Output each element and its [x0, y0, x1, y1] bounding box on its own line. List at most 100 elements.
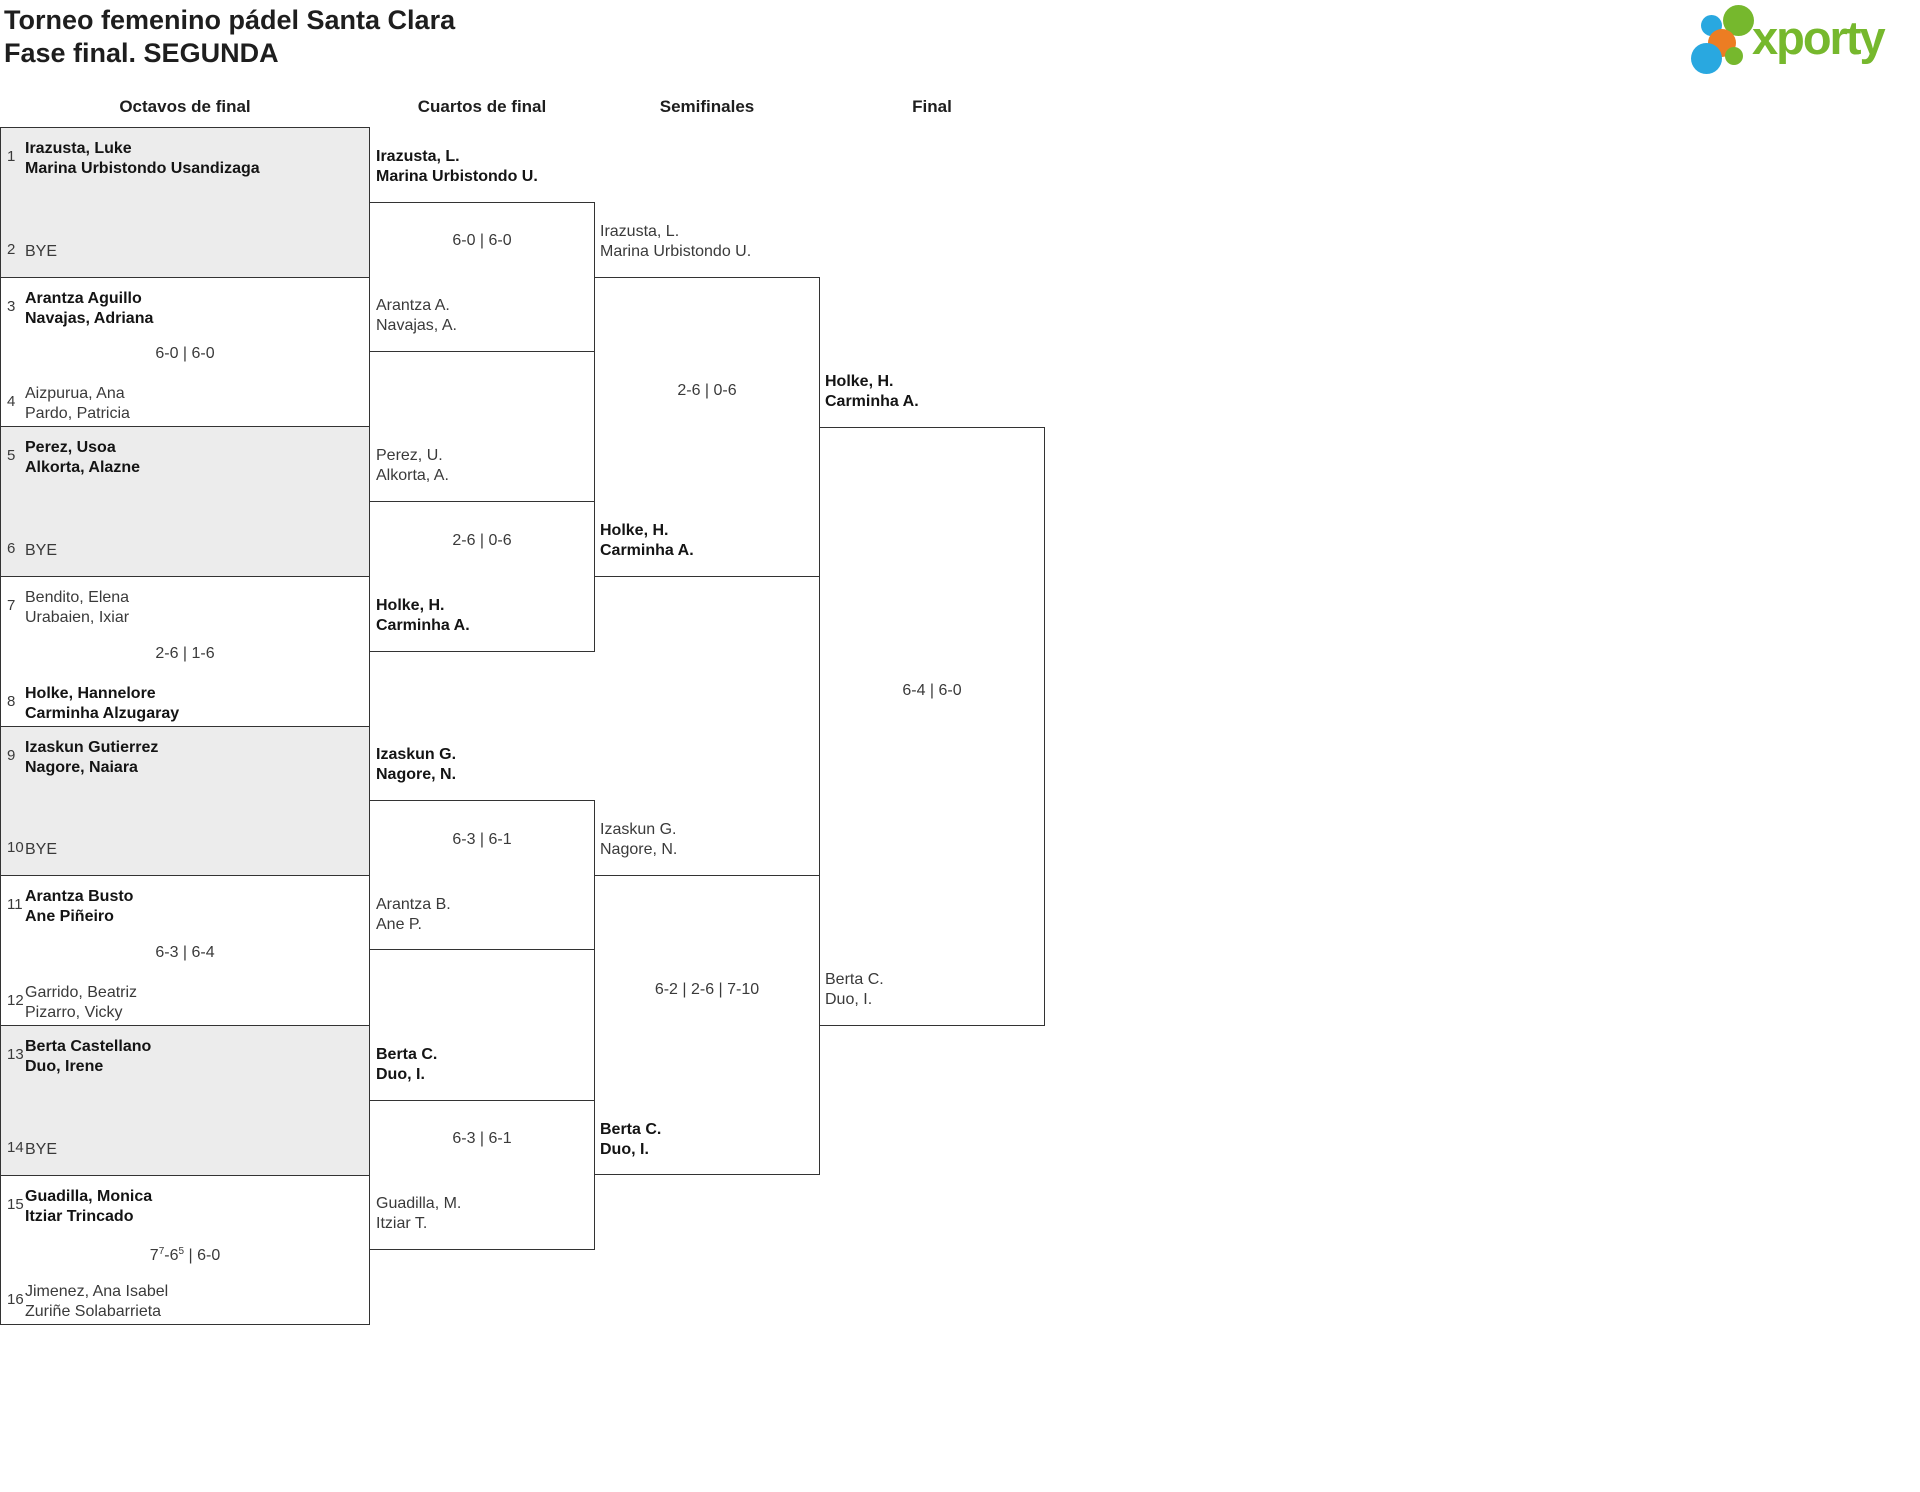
score-part: | 6-0 — [184, 1247, 221, 1264]
bye-label: BYE — [25, 542, 58, 559]
team-name: Jimenez, Ana Isabel — [25, 1283, 169, 1300]
match-score: 6-3 | 6-1 — [452, 1130, 512, 1147]
score-tiebreak-sup: 5 — [178, 1246, 185, 1257]
seed-number: 7 — [7, 597, 16, 614]
team-name: Holke, H. — [376, 597, 445, 614]
match-score-tiebreak: 77-65 | 6-0 — [150, 1244, 220, 1264]
match-score: 6-0 | 6-0 — [155, 345, 215, 362]
team-name: Marina Urbistondo Usandizaga — [25, 160, 260, 177]
team-name: Marina Urbistondo U. — [600, 243, 752, 260]
round-header-octavos: Octavos de final — [119, 97, 251, 116]
octavos-match-box-2 — [0, 277, 370, 426]
seed-number: 15 — [7, 1196, 24, 1213]
team-name: Holke, H. — [825, 373, 894, 390]
octavos-match-box-5 — [0, 726, 370, 875]
team-name: Bendito, Elena — [25, 589, 130, 606]
team-name: Holke, Hannelore — [25, 685, 156, 702]
bye-label: BYE — [25, 841, 58, 858]
team-name: Arantza B. — [376, 896, 451, 913]
match-score: 2-6 | 0-6 — [452, 532, 512, 549]
seed-number: 8 — [7, 693, 16, 710]
page-title-line2: Fase final. SEGUNDA — [4, 38, 279, 68]
logo-wordmark: xporty — [1752, 11, 1886, 64]
match-score: 6-0 | 6-0 — [452, 232, 512, 249]
team-name: Carminha A. — [376, 617, 470, 634]
seed-number: 13 — [7, 1046, 24, 1063]
octavos-match-box-3 — [0, 426, 370, 576]
team-name: Irazusta, L. — [376, 148, 460, 165]
team-name: Aizpurua, Ana — [25, 385, 125, 402]
seed-number: 12 — [7, 992, 24, 1009]
team-name: Alkorta, Alazne — [25, 459, 140, 476]
team-name: Zuriñe Solabarrieta — [25, 1303, 162, 1320]
team-name: Urabaien, Ixiar — [25, 609, 130, 626]
seed-number: 14 — [7, 1139, 24, 1156]
team-name: Berta C. — [600, 1121, 662, 1138]
team-name: Arantza Busto — [25, 888, 134, 905]
team-name: Berta C. — [825, 971, 884, 988]
match-score: 2-6 | 1-6 — [155, 645, 215, 662]
seed-number: 6 — [7, 540, 16, 557]
team-name: Guadilla, Monica — [25, 1188, 153, 1205]
octavos-match-box-7 — [0, 1025, 370, 1175]
score-part: 7 — [149, 1247, 159, 1264]
cuartos-match-box-4 — [369, 1100, 595, 1250]
match-score: 6-3 | 6-4 — [155, 944, 215, 961]
round-header-semifinales: Semifinales — [659, 97, 755, 116]
seed-number: 4 — [7, 393, 16, 410]
xporty-logo[interactable]: xporty — [1690, 4, 1915, 74]
team-name: Itziar T. — [376, 1215, 428, 1232]
octavos-match-box-4 — [0, 576, 370, 726]
team-name: Holke, H. — [600, 522, 669, 539]
seed-number: 16 — [7, 1291, 24, 1308]
team-name: Duo, Irene — [25, 1058, 104, 1075]
team-name: Itziar Trincado — [25, 1208, 134, 1225]
match-score: 2-6 | 0-6 — [677, 382, 737, 399]
seed-number: 3 — [7, 298, 16, 315]
team-name: Irazusta, L. — [600, 223, 680, 240]
team-name: Ane P. — [376, 916, 422, 933]
logo-dot-green-small-icon — [1725, 47, 1743, 65]
team-name: Marina Urbistondo U. — [376, 168, 538, 185]
octavos-match-box-8 — [0, 1175, 370, 1325]
team-name: Alkorta, A. — [376, 467, 449, 484]
page-title: Torneo femenino pádel Santa Clara Fase f… — [4, 4, 455, 70]
team-name: Perez, Usoa — [25, 439, 116, 456]
team-name: Pardo, Patricia — [25, 405, 130, 422]
team-name: Duo, I. — [376, 1066, 425, 1083]
team-name: Navajas, A. — [376, 317, 457, 334]
match-score: 6-3 | 6-1 — [452, 831, 512, 848]
bye-label: BYE — [25, 243, 58, 260]
octavos-match-box-6 — [0, 875, 370, 1025]
bye-label: BYE — [25, 1141, 58, 1158]
seed-number: 2 — [7, 241, 16, 258]
logo-dot-blue-big-icon — [1691, 43, 1722, 74]
round-header-final: Final — [912, 97, 952, 116]
team-name: Garrido, Beatriz — [25, 984, 138, 1001]
team-name: Nagore, N. — [600, 841, 678, 858]
team-name: Berta C. — [376, 1046, 438, 1063]
team-name: Arantza A. — [376, 297, 450, 314]
team-name: Irazusta, Luke — [25, 140, 132, 157]
team-name: Duo, I. — [600, 1141, 649, 1158]
team-name: Izaskun G. — [376, 746, 457, 763]
seed-number: 9 — [7, 747, 16, 764]
team-name: Duo, I. — [825, 991, 873, 1008]
team-name: Nagore, N. — [376, 766, 457, 783]
match-score: 6-2 | 2-6 | 7-10 — [654, 981, 760, 998]
team-name: Berta Castellano — [25, 1038, 152, 1055]
round-header-cuartos: Cuartos de final — [417, 97, 547, 116]
seed-number: 1 — [7, 148, 16, 165]
team-name: Carminha A. — [825, 393, 919, 410]
score-tiebreak-sup: 7 — [158, 1246, 165, 1257]
team-name: Arantza Aguillo — [25, 290, 142, 307]
match-score: 6-4 | 6-0 — [902, 682, 962, 699]
score-part: -6 — [164, 1247, 179, 1264]
team-name: Izaskun Gutierrez — [25, 739, 159, 756]
team-name: Carminha Alzugaray — [25, 705, 180, 722]
page-title-line1: Torneo femenino pádel Santa Clara — [4, 5, 456, 35]
team-name: Pizarro, Vicky — [25, 1004, 123, 1021]
seed-number: 11 — [7, 896, 23, 913]
team-name: Nagore, Naiara — [25, 759, 138, 776]
